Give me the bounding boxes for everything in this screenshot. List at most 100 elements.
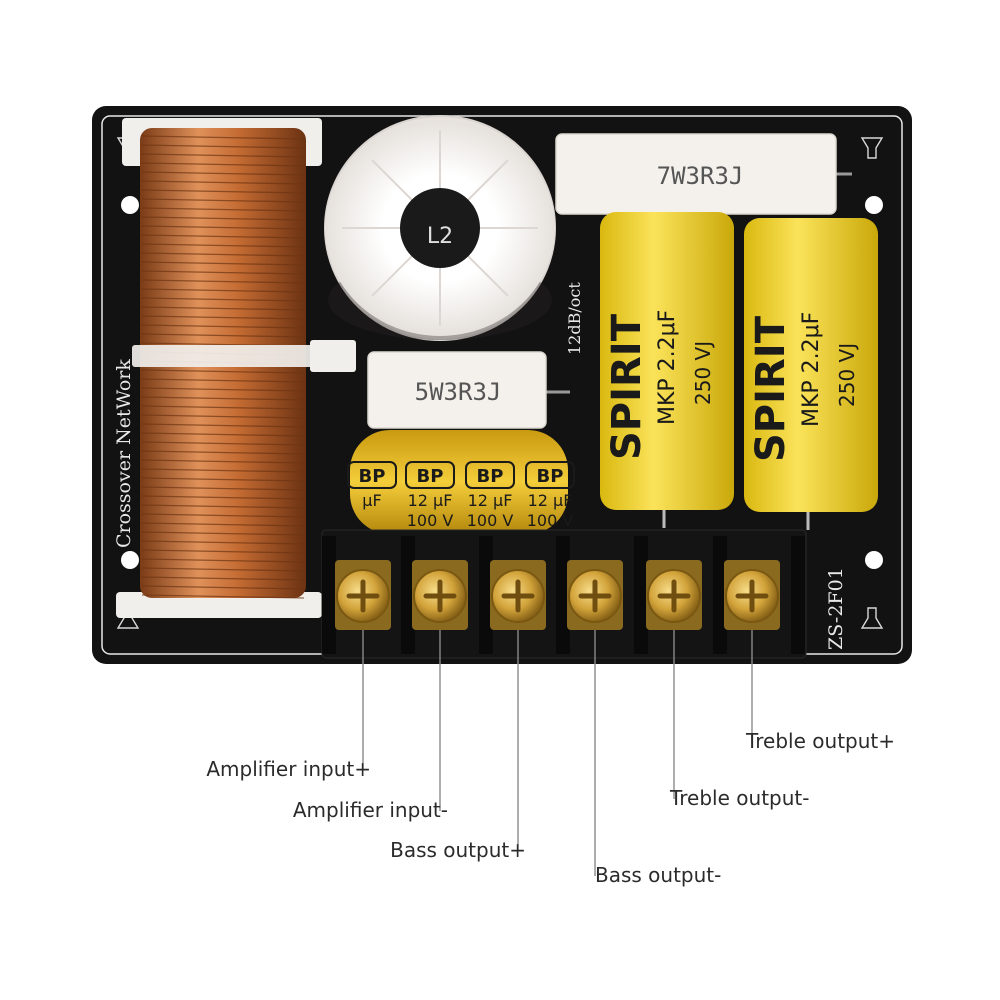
coil-turn — [141, 486, 305, 491]
coil-turn — [141, 585, 305, 590]
coil-turn — [141, 567, 305, 572]
coil-turn — [141, 495, 305, 500]
toroid-label: L2 — [427, 224, 453, 249]
coil-turn — [141, 279, 305, 284]
coil-turn — [141, 207, 305, 212]
resistor-5w: 5W3R3J — [367, 351, 570, 429]
electrolytic-value: μF — [362, 491, 381, 510]
electrolytic-badge: BP — [417, 466, 444, 487]
terminal-divider — [713, 536, 727, 654]
coil-turn — [141, 288, 305, 293]
film-capacitor-2-spec: MKP 2.2μF — [799, 312, 824, 427]
coil-turn — [141, 594, 305, 599]
coil-turn — [141, 153, 305, 158]
callout-label: Amplifier input- — [293, 798, 448, 822]
coil-turn — [141, 441, 305, 446]
coil-turn — [141, 198, 305, 203]
silkscreen-title: Crossover NetWork — [113, 359, 135, 548]
resistor-7w: 7W3R3J — [555, 133, 852, 215]
coil-turn — [141, 513, 305, 518]
coil-turn — [141, 531, 305, 536]
coil-turn — [141, 243, 305, 248]
terminal-divider — [791, 536, 805, 654]
electrolytic-value: 12 μF — [408, 491, 453, 510]
callout: Treble output+ — [745, 630, 895, 753]
callout: Treble output- — [669, 630, 809, 810]
callout: Bass output- — [594, 630, 721, 887]
resistor-7w-label: 7W3R3J — [657, 162, 744, 190]
coil-turn — [141, 369, 305, 374]
coil-turn — [141, 396, 305, 401]
film-capacitor-2: SPIRIT MKP 2.2μF 250 VJ — [744, 218, 878, 530]
terminal-block — [321, 529, 807, 659]
callout-label: Amplifier input+ — [206, 757, 371, 781]
film-capacitor-2-voltage: 250 VJ — [835, 343, 859, 407]
coil-turn — [141, 306, 305, 311]
callout-label: Bass output- — [595, 863, 721, 887]
callout: Amplifier input+ — [206, 630, 371, 781]
callout: Amplifier input- — [293, 630, 448, 822]
coil-turn — [141, 414, 305, 419]
coil-turn — [141, 216, 305, 221]
coil-turn — [141, 144, 305, 149]
film-capacitor-1-voltage: 250 VJ — [691, 341, 715, 405]
coil-turn — [141, 576, 305, 581]
electrolytic-badge: BP — [537, 466, 564, 487]
coil-turn — [141, 549, 305, 554]
coil-turn — [141, 180, 305, 185]
coil-turn — [141, 234, 305, 239]
terminal-divider — [322, 536, 336, 654]
callout: Bass output+ — [390, 630, 526, 862]
callout-label: Treble output+ — [745, 729, 895, 753]
mounting-holes — [121, 196, 883, 569]
coil-turn — [141, 261, 305, 266]
coil-turn — [141, 189, 305, 194]
coil-turn — [141, 450, 305, 455]
terminal-screw — [724, 560, 780, 630]
coil-turn — [141, 135, 305, 140]
electrolytic-value: 12 μF — [528, 491, 573, 510]
coil-turn — [141, 171, 305, 176]
silkscreen-model: ZS-2F01 — [825, 567, 847, 650]
electrolytic-badge: BP — [477, 466, 504, 487]
callout-label: Bass output+ — [390, 838, 526, 862]
coil-turn — [141, 405, 305, 410]
terminal-screw — [490, 560, 546, 630]
film-capacitor-1-brand: SPIRIT — [604, 313, 650, 460]
film-capacitor-2-brand: SPIRIT — [748, 315, 794, 462]
coil-turn — [141, 477, 305, 482]
terminal-divider — [401, 536, 415, 654]
toroid-inductor: L2 — [324, 115, 556, 341]
coil-turn — [141, 378, 305, 383]
terminal-screw — [335, 560, 391, 630]
coil-turn — [141, 459, 305, 464]
coil-turn — [141, 522, 305, 527]
silkscreen-slope: 12dB/oct — [565, 282, 584, 355]
terminal-screw — [412, 560, 468, 630]
coil-turn — [141, 315, 305, 320]
terminal-screw — [646, 560, 702, 630]
terminal-divider — [479, 536, 493, 654]
coil-turn — [141, 297, 305, 302]
terminal-screw — [567, 560, 623, 630]
electrolytic-badge: BP — [359, 466, 386, 487]
terminal-callouts: Amplifier input+ Amplifier input- Bass out… — [206, 630, 895, 887]
electrolytic-value: 12 μF — [468, 491, 513, 510]
film-capacitor-1: SPIRIT MKP 2.2μF 250 VJ — [600, 212, 734, 528]
coil-turn — [141, 252, 305, 257]
resistor-5w-label: 5W3R3J — [415, 378, 502, 406]
coil-turn — [141, 540, 305, 545]
coil-turn — [141, 468, 305, 473]
coil-turn — [141, 225, 305, 230]
coil-turn — [141, 324, 305, 329]
coil-turn — [141, 558, 305, 563]
coil-turn — [141, 162, 305, 167]
air-core-inductor — [116, 118, 356, 618]
film-capacitor-1-spec: MKP 2.2μF — [655, 310, 680, 425]
terminal-divider — [634, 536, 648, 654]
electrolytic-voltage: 100 V — [407, 511, 454, 530]
